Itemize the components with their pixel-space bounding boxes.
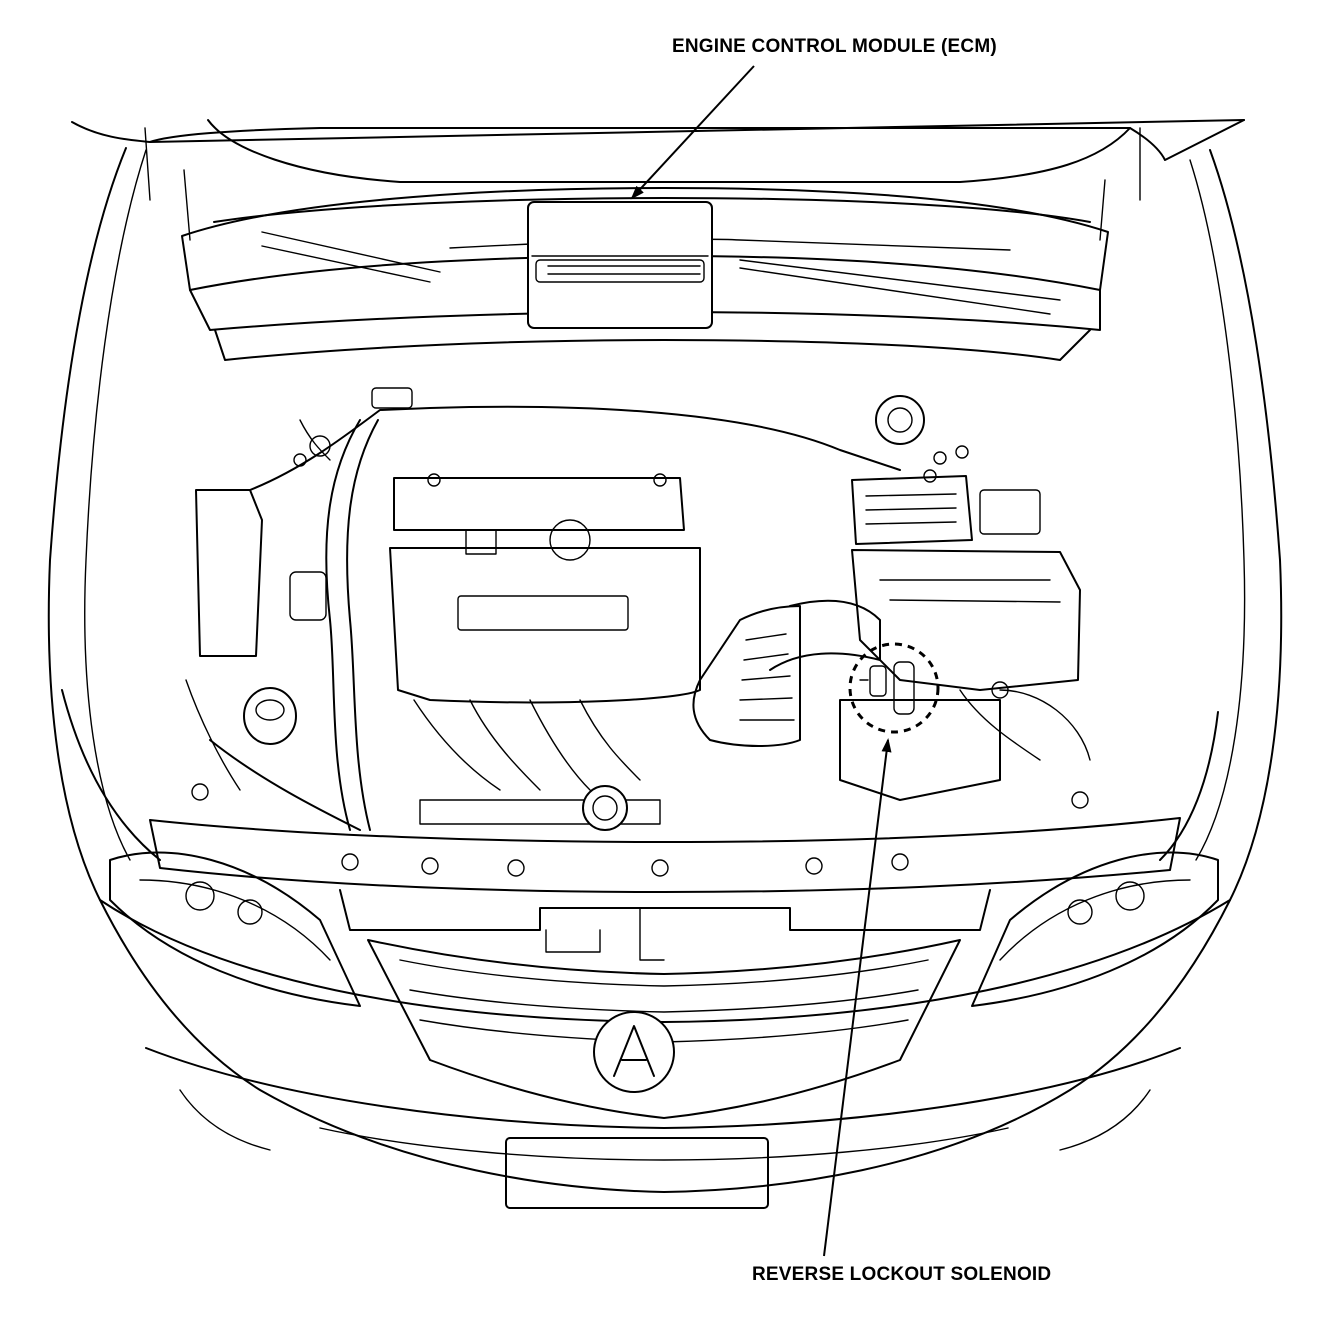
hood bbox=[71, 119, 1245, 201]
car-body bbox=[47, 147, 1283, 1193]
reverse-lockout-solenoid bbox=[848, 642, 940, 734]
right-components bbox=[191, 395, 1091, 809]
reverse-lockout-solenoid-callout-label: REVERSE LOCKOUT SOLENOID bbox=[752, 1264, 1052, 1285]
license-plate bbox=[505, 1137, 769, 1209]
solenoid-leader-line bbox=[823, 738, 892, 1257]
ecm-leader-line bbox=[630, 65, 755, 200]
ecm-box bbox=[527, 201, 713, 329]
engine bbox=[389, 473, 701, 831]
radiator-support bbox=[149, 817, 1181, 961]
left-components bbox=[185, 387, 901, 831]
ecm-callout-label: ENGINE CONTROL MODULE (ECM) bbox=[672, 36, 997, 57]
grille bbox=[367, 939, 961, 1119]
acura-logo-icon bbox=[593, 1011, 675, 1093]
headlights bbox=[109, 851, 1219, 1007]
